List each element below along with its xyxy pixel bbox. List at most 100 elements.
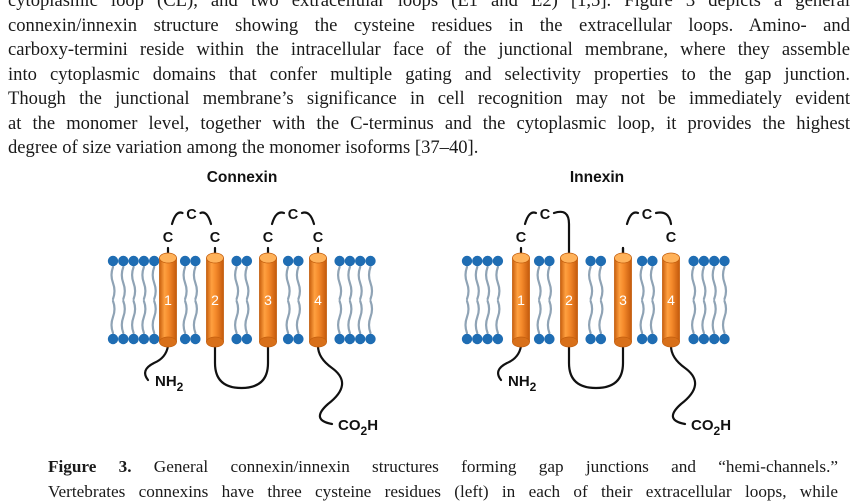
lipid-head: [482, 334, 492, 344]
lipid-tail: [723, 267, 726, 299]
helix-bottom: [513, 337, 530, 347]
helix-top: [615, 253, 632, 263]
lipid-tail: [153, 267, 156, 299]
lipid-tail: [235, 301, 238, 333]
n-terminus-sub: 2: [177, 380, 184, 394]
lipid-head: [709, 256, 719, 266]
lipid-tail: [132, 267, 135, 299]
cysteine-label: C: [666, 230, 677, 246]
n-terminus-base: NH: [508, 373, 530, 390]
lipid-tail: [245, 301, 248, 333]
cysteine-label: C: [516, 230, 527, 246]
extracellular-loop: [302, 212, 314, 224]
lipid-head: [719, 334, 729, 344]
helix-top: [160, 253, 177, 263]
lipid-tail: [702, 301, 705, 333]
lipid-tail: [142, 301, 145, 333]
lipid-head: [365, 256, 375, 266]
lipid-head: [190, 334, 200, 344]
lipid-tail: [245, 267, 248, 299]
cytoplasmic-loop: [215, 346, 268, 388]
lipid-head: [334, 256, 344, 266]
lipid-tail: [589, 267, 592, 299]
helix-bottom: [207, 337, 224, 347]
lipid-head: [128, 256, 138, 266]
caption-text: General connexin/innexin structures form…: [154, 457, 838, 476]
cytoplasmic-loop: [569, 346, 623, 388]
lipid-head: [345, 334, 355, 344]
lipid-head: [585, 334, 595, 344]
lipid-head: [647, 256, 657, 266]
lipid-head: [596, 256, 606, 266]
cysteine-label: C: [163, 230, 174, 246]
helix-top: [260, 253, 277, 263]
lipid-tail: [538, 267, 541, 299]
lipid-tail: [287, 301, 290, 333]
lipid-head: [688, 334, 698, 344]
lipid-tail: [132, 301, 135, 333]
lipid-tail: [713, 301, 716, 333]
lipid-tail: [184, 301, 187, 333]
c-terminus-label: CO2H: [691, 417, 731, 438]
lipid-tail: [702, 267, 705, 299]
lipid-head: [283, 334, 293, 344]
caption-line: Figure 3. General connexin/innexin struc…: [48, 455, 838, 480]
lipid-tail: [112, 301, 115, 333]
c-terminus-tail: [671, 346, 695, 424]
cysteine-label: C: [186, 207, 197, 223]
lipid-head: [118, 256, 128, 266]
body-line: Though the junctional membrane’s signifi…: [8, 87, 850, 112]
body-line: carboxy-termini reside within the intrac…: [8, 38, 850, 63]
lipid-head: [118, 334, 128, 344]
helix-number-label: 1: [517, 292, 525, 308]
lipid-head: [637, 334, 647, 344]
lipid-head: [544, 334, 554, 344]
lipid-tail: [338, 267, 341, 299]
helix-number-label: 4: [667, 292, 675, 308]
cysteine-label: C: [642, 207, 653, 223]
caption-label: Figure 3.: [48, 457, 132, 476]
lipid-head: [180, 334, 190, 344]
lipid-head: [355, 256, 365, 266]
extracellular-loop: [554, 212, 569, 254]
lipid-head: [231, 334, 241, 344]
lipid-tail: [369, 267, 372, 299]
lipid-tail: [348, 301, 351, 333]
c-terminus-post: H: [720, 417, 731, 434]
lipid-tail: [112, 267, 115, 299]
lipid-tail: [599, 301, 602, 333]
caption-line: Vertebrates connexins have three cystein…: [48, 480, 838, 504]
helix-top: [513, 253, 530, 263]
lipid-tail: [122, 267, 125, 299]
lipid-head: [688, 256, 698, 266]
lipid-tail: [548, 267, 551, 299]
extracellular-loop: [172, 212, 183, 224]
lipid-head: [108, 334, 118, 344]
lipid-tail: [466, 267, 469, 299]
body-line: cytoplasmic loop (CL), and two extracell…: [8, 0, 850, 14]
c-terminus-tail: [318, 346, 342, 424]
lipid-head: [139, 256, 149, 266]
lipid-head: [108, 256, 118, 266]
lipid-tail: [713, 267, 716, 299]
helix-top: [207, 253, 224, 263]
lipid-head: [242, 334, 252, 344]
cysteine-label: C: [540, 207, 551, 223]
lipid-tail: [651, 267, 654, 299]
c-terminus-label: CO2H: [338, 417, 378, 438]
lipid-head: [472, 334, 482, 344]
lipid-tail: [599, 267, 602, 299]
lipid-tail: [194, 267, 197, 299]
cysteine-label: C: [263, 230, 274, 246]
helix-bottom: [260, 337, 277, 347]
lipid-tail: [466, 301, 469, 333]
lipid-tail: [194, 301, 197, 333]
lipid-head: [585, 256, 595, 266]
lipid-head: [534, 334, 544, 344]
lipid-head: [596, 334, 606, 344]
cysteine-label: C: [288, 207, 299, 223]
lipid-tail: [235, 267, 238, 299]
lipid-tail: [486, 267, 489, 299]
